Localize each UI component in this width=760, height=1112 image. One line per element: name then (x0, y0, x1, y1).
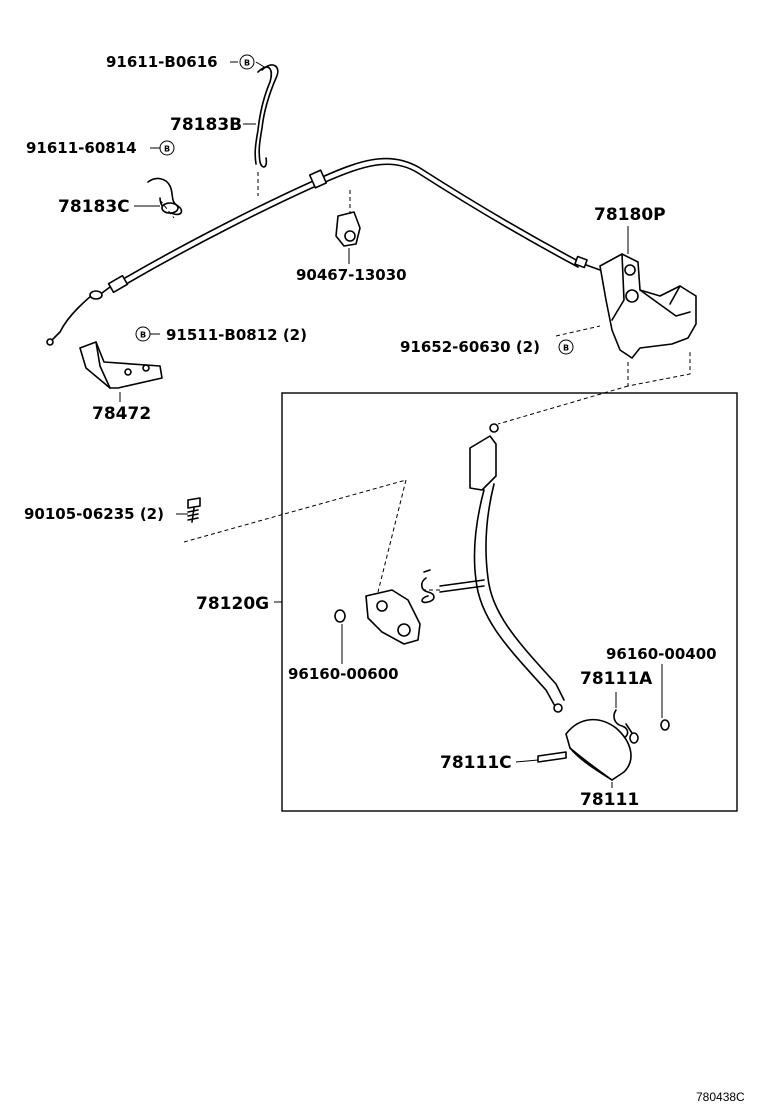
svg-text:B: B (164, 145, 170, 154)
clip-78183b (254, 64, 279, 168)
label-78472: 78472 (92, 404, 151, 424)
label-91652-60630: 91652-60630 (2) (400, 338, 540, 356)
clip-96160-00400 (660, 719, 670, 731)
pedal-pad-78111 (565, 718, 632, 781)
label-78180p: 78180P (594, 205, 666, 225)
label-78111: 78111 (580, 790, 639, 810)
leader-lines (119, 61, 663, 788)
label-90105-06235: 90105-06235 (2) (24, 505, 164, 523)
bolt-90105-06235 (187, 497, 201, 523)
label-78183c: 78183C (58, 197, 130, 217)
pedal-assembly-box (281, 392, 738, 812)
svg-text:B: B (244, 59, 250, 68)
clip-78183c (147, 177, 183, 216)
label-78120g: 78120G (196, 594, 269, 614)
pin-78111c (537, 751, 567, 763)
b-mark-4: B (558, 339, 574, 355)
drawing-code: 780438C (696, 1090, 745, 1104)
b-mark-3: B (135, 326, 151, 342)
label-96160-00400: 96160-00400 (606, 645, 717, 663)
bracket-78180p (599, 253, 697, 359)
clip-96160-00600 (334, 609, 346, 623)
label-91511-b0812: 91511-B0812 (2) (166, 326, 307, 344)
return-spring (420, 569, 435, 604)
b-mark-2: B (159, 140, 175, 156)
label-78183b: 78183B (170, 115, 242, 135)
label-78111a: 78111A (580, 669, 653, 689)
label-91611-b0616: 91611-B0616 (106, 53, 218, 71)
dashed-lines (159, 172, 691, 593)
clamp-90467-13030 (335, 211, 361, 247)
svg-text:B: B (563, 344, 569, 353)
svg-text:B: B (140, 331, 146, 340)
spring-78111a (613, 709, 639, 744)
bracket-78120g (365, 589, 421, 645)
brake-cable (46, 157, 601, 346)
b-mark-1: B (239, 54, 255, 70)
label-91611-60814: 91611-60814 (26, 139, 137, 157)
label-96160-00600: 96160-00600 (288, 665, 399, 683)
label-90467-13030: 90467-13030 (296, 266, 407, 284)
label-78111c: 78111C (440, 753, 512, 773)
pedal-lever (439, 423, 565, 713)
bracket-78472 (79, 341, 163, 389)
